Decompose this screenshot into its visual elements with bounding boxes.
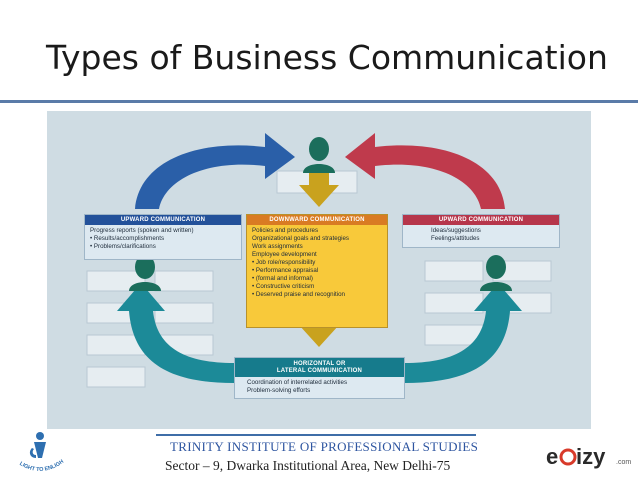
box-header: UPWARD COMMUNICATION <box>403 215 559 225</box>
box-header-line: LATERAL COMMUNICATION <box>276 367 363 374</box>
box-line: • Constructive criticism <box>252 283 315 290</box>
torch-icon <box>29 432 46 458</box>
horizontal-left-arrow <box>117 283 234 383</box>
box-line: • Performance appraisal <box>252 267 319 274</box>
box-line: Progress reports (spoken and written) <box>90 227 194 234</box>
svg-text:.com: .com <box>616 459 631 466</box>
upward-communication-left-box: UPWARD COMMUNICATION Progress reports (s… <box>84 214 242 260</box>
box-line: Work assignments <box>252 243 303 250</box>
box-line: Organizational goals and strategies <box>252 235 349 242</box>
box-line: Ideas/suggestions <box>431 227 481 234</box>
svg-text:e: e <box>546 444 558 469</box>
institute-name: TRINITY INSTITUTE OF PROFESSIONAL STUDIE… <box>170 439 479 454</box>
box-line: Employee development <box>252 251 317 258</box>
eduzy-logo: e izy .com <box>546 442 636 472</box>
downward-communication-box: DOWNWARD COMMUNICATION Policies and proc… <box>246 214 388 328</box>
box-header-line: HORIZONTAL OR <box>293 361 346 367</box>
horizontal-communication-box: HORIZONTAL OR LATERAL COMMUNICATION Coor… <box>234 357 405 399</box>
box-line: Problem-solving efforts <box>247 387 311 394</box>
title-rule <box>0 100 638 103</box>
person-top-icon <box>303 137 335 173</box>
downward-arrow-top <box>299 173 339 207</box>
person-left-icon <box>129 255 161 291</box>
institute-logo: LIGHT TO ENLIGHTEN <box>8 424 70 476</box>
diagram-graphics <box>86 133 552 388</box>
box-line: • Deserved praise and recognition <box>252 291 345 298</box>
box-header: UPWARD COMMUNICATION <box>85 215 241 225</box>
person-right-icon <box>480 255 512 291</box>
institute-address: Sector – 9, Dwarka Institutional Area, N… <box>165 458 451 473</box>
box-line: Feelings/attitudes <box>431 235 480 242</box>
box-line: • (formal and informal) <box>252 275 313 282</box>
upward-right-arrow <box>345 133 505 209</box>
box-line: • Problems/clarifications <box>90 243 156 250</box>
svg-text:izy: izy <box>576 444 606 469</box>
upward-communication-right-box: UPWARD COMMUNICATION Ideas/suggestions F… <box>402 214 560 248</box>
box-line: Policies and procedures <box>252 227 319 234</box>
slide-title: Types of Business Communication <box>46 38 608 77</box>
communication-diagram: UPWARD COMMUNICATION Progress reports (s… <box>47 111 591 429</box>
upward-left-arrow <box>135 133 295 209</box>
box-line: • Results/accomplishments <box>90 235 165 242</box>
horizontal-right-arrow <box>405 283 522 383</box>
footer-rule <box>156 434 476 436</box>
box-header: DOWNWARD COMMUNICATION <box>247 215 387 225</box>
box-line: Coordination of interrelated activities <box>247 379 348 386</box>
box-line: • Job role/responsibility <box>252 259 316 266</box>
